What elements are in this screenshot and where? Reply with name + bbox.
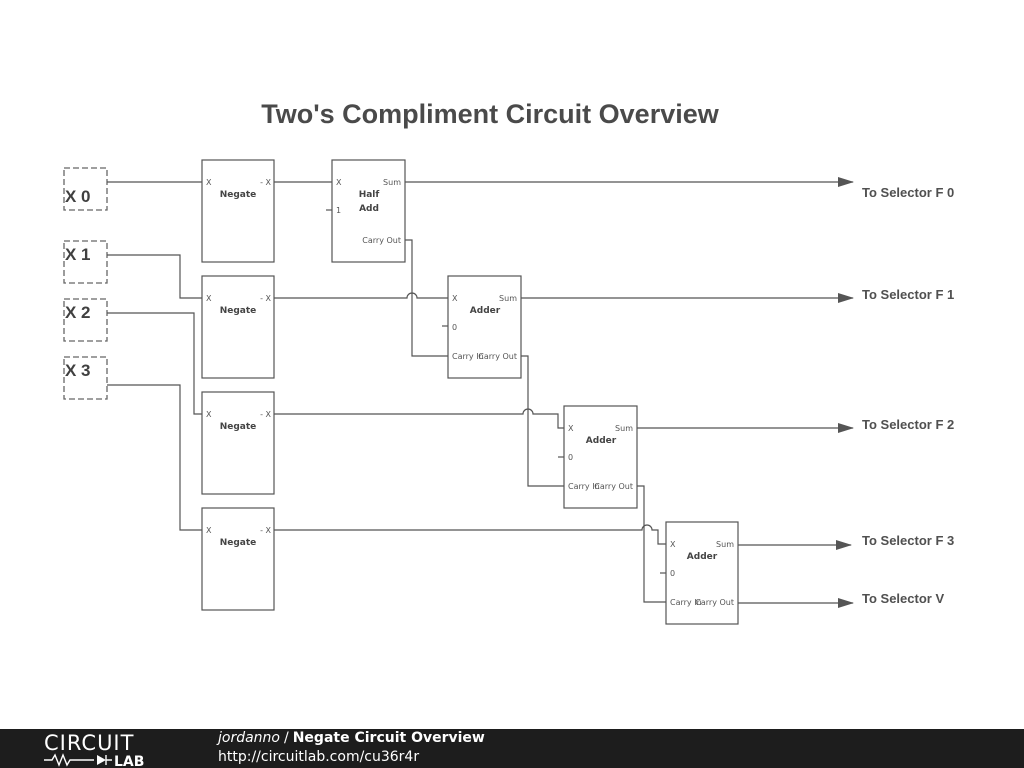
port-label: - X: [260, 410, 271, 419]
port-label: Carry Out: [478, 352, 517, 361]
footer-url[interactable]: http://circuitlab.com/cu36r4r: [218, 749, 420, 765]
wire-negate2-to-adder2: [274, 408, 564, 429]
block-name: Add: [359, 204, 379, 214]
port-label: 0: [568, 453, 573, 462]
output-label-f2: To Selector F 2: [862, 417, 954, 432]
port-label: X: [670, 540, 676, 549]
wire-carry-adder2-to-adder3: [637, 485, 666, 603]
port-label: 0: [670, 569, 675, 578]
wire-negate1-to-adder1: [274, 292, 448, 299]
input-x3: X 3: [63, 356, 108, 400]
block-name: Negate: [220, 422, 257, 432]
output-label-v: To Selector V: [862, 591, 944, 606]
circuitlab-logo[interactable]: CIRCUIT LAB: [42, 729, 182, 768]
block-name: Half: [359, 190, 380, 200]
block-name: Adder: [470, 306, 501, 316]
port-label: X: [568, 424, 574, 433]
port-label: X: [336, 178, 342, 187]
output-label-f1: To Selector F 1: [862, 287, 954, 302]
port-label: X: [206, 526, 212, 535]
diode-icon: [97, 755, 106, 765]
port-label: Carry Out: [362, 236, 401, 245]
wires: [107, 177, 854, 608]
port-label: 1: [336, 206, 341, 215]
footer-bar: CIRCUIT LAB jordanno/Negate Circuit Over…: [0, 729, 1024, 768]
block-name: Negate: [220, 306, 257, 316]
port-label: - X: [260, 294, 271, 303]
port-label: Carry Out: [695, 598, 734, 607]
input-label: X 3: [65, 361, 91, 380]
wire-x1-to-negate1: [107, 254, 202, 299]
wire-carry-halfadd-to-adder1: [405, 239, 448, 357]
port-label: Carry In: [452, 352, 484, 361]
diagram-title: Two's Compliment Circuit Overview: [261, 99, 720, 129]
input-x2: X 2: [63, 298, 108, 342]
adder-block-1: X Sum Adder 0 Carry In Carry Out: [447, 275, 522, 379]
footer-circuit-title[interactable]: Negate Circuit Overview: [292, 730, 485, 746]
resistor-icon: [44, 753, 94, 767]
port-label: 0: [452, 323, 457, 332]
wire-x2-to-negate2: [107, 312, 202, 415]
port-label: Carry Out: [594, 482, 633, 491]
port-label: - X: [260, 178, 271, 187]
block-name: Adder: [687, 552, 718, 562]
negate-block-1: X - X Negate: [201, 275, 275, 379]
adder-block-3: X Sum Adder 0 Carry In Carry Out: [665, 521, 739, 625]
port-label: X: [206, 178, 212, 187]
port-label: Carry In: [670, 598, 702, 607]
footer-separator: /: [284, 730, 289, 746]
port-label: Sum: [499, 294, 517, 303]
block-name: Adder: [586, 436, 617, 446]
negate-block-0: X - X Negate: [201, 159, 275, 263]
port-label: Carry In: [568, 482, 600, 491]
block-name: Negate: [220, 538, 257, 548]
negate-block-2: X - X Negate: [201, 391, 275, 495]
port-label: Sum: [383, 178, 401, 187]
port-label: Sum: [615, 424, 633, 433]
negate-block-3: X - X Negate: [201, 507, 275, 611]
logo-text-top: CIRCUIT: [44, 731, 134, 755]
block-name: Negate: [220, 190, 257, 200]
output-label-f3: To Selector F 3: [862, 533, 954, 548]
circuit-diagram: Two's Compliment Circuit Overview X 0 X …: [63, 99, 954, 625]
output-label-f0: To Selector F 0: [862, 185, 954, 200]
footer-title-line: jordanno/Negate Circuit Overview: [218, 730, 485, 746]
half-adder-block: X Sum Half Add 1 Carry Out: [331, 159, 406, 263]
wire-carry-adder1-to-adder2: [521, 355, 564, 487]
footer-author[interactable]: jordanno: [218, 730, 280, 746]
input-label: X 2: [65, 303, 91, 322]
adder-block-2: X Sum Adder 0 Carry In Carry Out: [563, 405, 638, 509]
input-label: X 1: [65, 245, 91, 264]
input-x1: X 1: [63, 240, 108, 284]
input-x0: X 0: [63, 167, 108, 211]
port-label: X: [206, 294, 212, 303]
port-label: - X: [260, 526, 271, 535]
port-label: X: [452, 294, 458, 303]
wire-negate3-to-adder3: [274, 524, 666, 545]
logo-text-bottom: LAB: [114, 754, 144, 768]
input-label: X 0: [65, 187, 91, 206]
wire-x3-to-negate3: [107, 384, 202, 531]
port-label: Sum: [716, 540, 734, 549]
port-label: X: [206, 410, 212, 419]
